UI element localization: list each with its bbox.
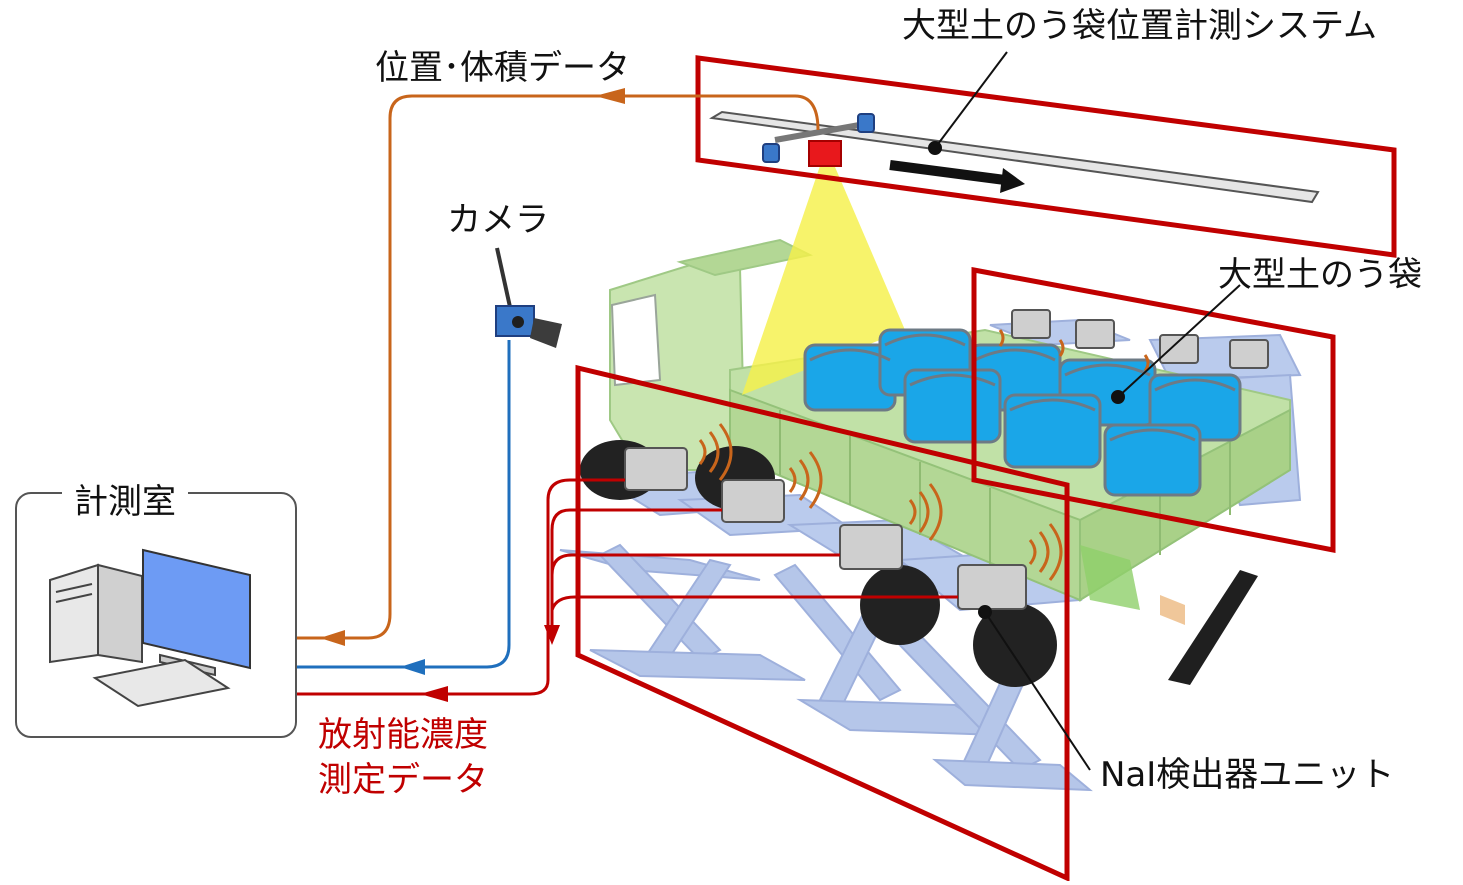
- detector-frames: [575, 55, 1397, 882]
- frame-front: [575, 364, 1070, 882]
- control-room-label: 計測室: [62, 474, 188, 523]
- leader-lines: [928, 51, 1241, 771]
- detector-icon: [624, 309, 1269, 610]
- camera-icon: [495, 247, 562, 348]
- radioactivity-label-line2: 測定データ: [318, 760, 488, 800]
- frame-rear: [971, 266, 1336, 554]
- camera-label: カメラ: [447, 200, 549, 240]
- detector-label: NaI検出器ユニット: [1100, 755, 1395, 795]
- control-room-box: [15, 492, 297, 738]
- system-label: 大型土のう袋位置計測システム: [902, 6, 1377, 46]
- desktop-computer-icon: [49, 548, 251, 708]
- position-data-label: 位置･体積データ: [375, 48, 630, 88]
- radioactivity-label-line1: 放射能濃度: [318, 715, 488, 755]
- scan-beam: [742, 160, 905, 395]
- arrow-right-icon: [889, 160, 1025, 193]
- connection-lines: [297, 94, 958, 696]
- scanner-icon: [808, 140, 842, 167]
- soil-bags: [803, 328, 1242, 497]
- connection-arrowheads: [320, 88, 625, 702]
- frame-scanner: [695, 55, 1397, 258]
- rail-system: [709, 110, 1320, 204]
- bags-label: 大型土のう袋: [1218, 255, 1422, 295]
